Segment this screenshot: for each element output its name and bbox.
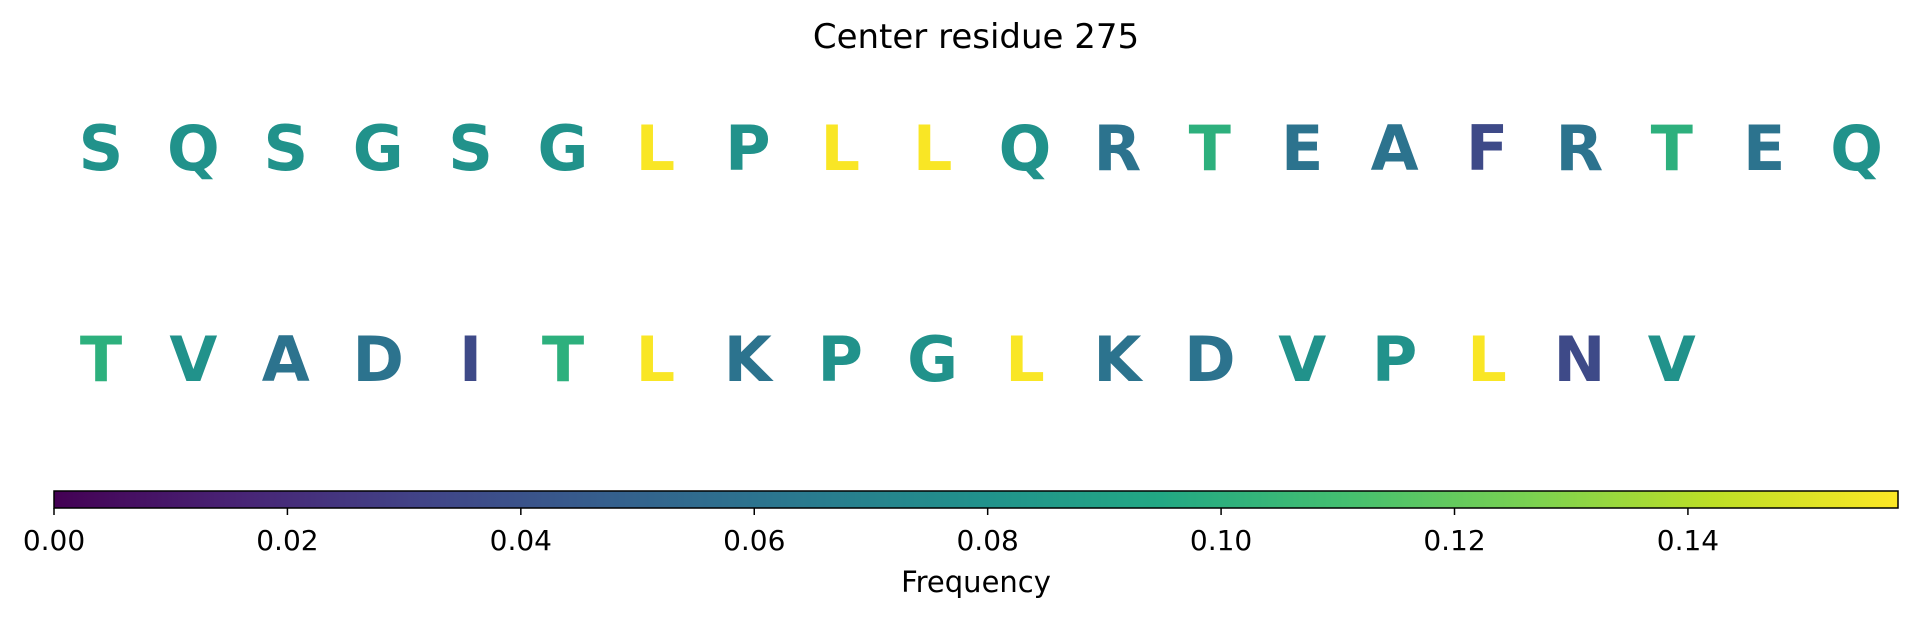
residue-letter: T (1189, 112, 1231, 185)
residue-letter: L (1005, 323, 1045, 396)
residue-letter: R (1094, 112, 1142, 185)
residue-letter: T (542, 323, 584, 396)
residue-letter: F (1466, 112, 1508, 185)
colorbar-tick-label: 0.08 (956, 524, 1018, 557)
residue-letter: T (1651, 112, 1693, 185)
residue-letter: I (459, 323, 482, 396)
colorbar: 0.00 0.02 0.04 0.06 0.08 0.10 0.12 0.14 Frequen… (23, 490, 1899, 599)
residue-letter: L (636, 323, 676, 396)
colorbar-gradient (54, 491, 1898, 508)
residue-letter: N (1553, 323, 1605, 396)
residue-letter: V (1648, 323, 1696, 396)
residue-letter: P (725, 112, 770, 185)
residue-letter: E (1281, 112, 1323, 185)
residue-letter: L (820, 112, 860, 185)
chart-title: Center residue 275 (813, 17, 1139, 57)
residue-letter: A (1371, 112, 1419, 185)
residue-letter: S (79, 112, 124, 185)
residue-letter: D (352, 323, 403, 396)
residue-letter: R (1556, 112, 1604, 185)
colorbar-tick-label: 0.14 (1657, 524, 1719, 557)
residue-letter: K (724, 323, 774, 396)
residue-letter: E (1743, 112, 1785, 185)
residue-letter: S (448, 112, 493, 185)
colorbar-tick-label: 0.10 (1190, 524, 1252, 557)
residue-letter: T (80, 323, 122, 396)
colorbar-label: Frequency (901, 565, 1051, 599)
residue-letter: G (353, 112, 404, 185)
colorbar-ticks: 0.00 0.02 0.04 0.06 0.08 0.10 0.12 0.14 (23, 508, 1719, 557)
residue-letter: K (1093, 323, 1143, 396)
residue-letter: P (817, 323, 862, 396)
colorbar-tick-label: 0.00 (23, 524, 85, 557)
colorbar-tick-label: 0.12 (1423, 524, 1485, 557)
residue-letter: V (169, 323, 217, 396)
residue-letter: G (907, 323, 958, 396)
residue-letter: G (538, 112, 589, 185)
residue-letter: A (262, 323, 310, 396)
residue-letter: L (913, 112, 953, 185)
colorbar-tick-label: 0.02 (256, 524, 318, 557)
colorbar-tick-label: 0.04 (490, 524, 552, 557)
residue-letter: Q (167, 112, 220, 185)
colorbar-frame (53, 490, 1899, 509)
residue-letter: Q (999, 112, 1052, 185)
residue-letter: L (1467, 323, 1507, 396)
residue-letter: S (263, 112, 308, 185)
colorbar-tick-label: 0.06 (723, 524, 785, 557)
residue-letter: V (1278, 323, 1326, 396)
residue-letter: L (636, 112, 676, 185)
residue-letter: Q (1830, 112, 1883, 185)
residue-letter: P (1372, 323, 1417, 396)
residue-letter: D (1184, 323, 1235, 396)
